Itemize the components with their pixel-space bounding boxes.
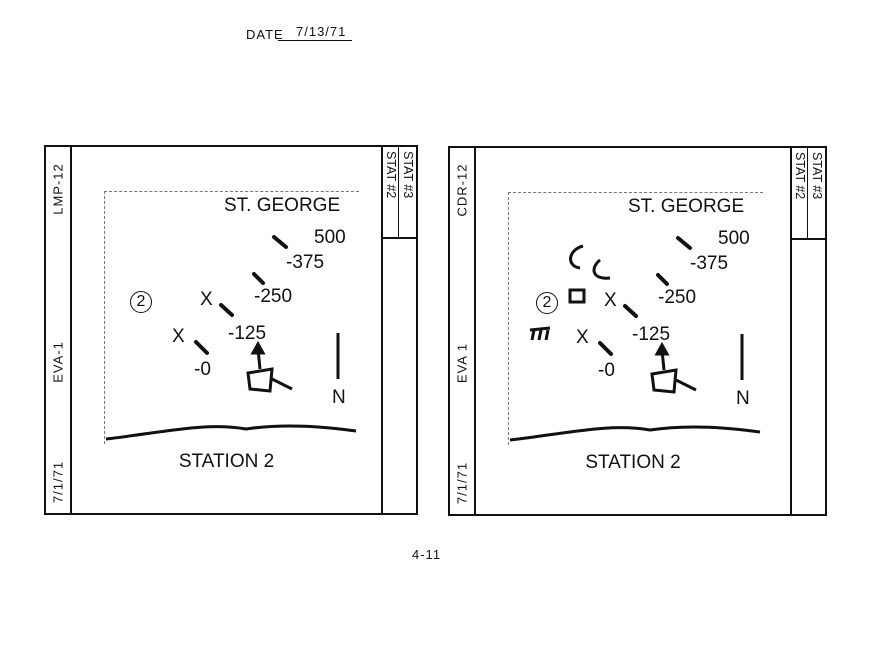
card-side-strip: CDR-12 EVA 1 7/1/71 — [450, 148, 476, 514]
range-label: -375 — [690, 253, 729, 274]
station-tabs: STAT #2 STAT #3 — [790, 148, 825, 514]
traverse-segment — [194, 340, 209, 355]
date-label: DATE — [246, 27, 284, 42]
range-label: -125 — [632, 324, 671, 345]
traverse-segment — [676, 236, 692, 250]
station-map-frame — [104, 191, 359, 444]
tab-label: STAT #3 — [809, 152, 824, 200]
traverse-segment — [623, 304, 638, 318]
range-label: -125 — [228, 323, 267, 344]
card-title: STATION 2 — [178, 451, 275, 472]
station-marker: 2 — [536, 292, 558, 314]
page-number: 4-11 — [412, 547, 442, 562]
tab-stat-2[interactable]: STAT #2 — [792, 148, 808, 240]
cuff-checklist-card-lmp: LMP-12 EVA-1 7/1/71 STAT #2 STAT #3 ST. … — [44, 145, 418, 515]
sketch-scribbles — [529, 244, 611, 341]
traverse-segment — [252, 272, 265, 285]
lrv-icon — [246, 340, 293, 393]
card-title: STATION 2 — [585, 452, 681, 473]
landmark-label: ST. GEORGE — [628, 196, 745, 217]
tab-stat-3[interactable]: STAT #3 — [808, 148, 825, 240]
range-label: 500 — [718, 228, 750, 249]
range-label: -375 — [286, 252, 325, 273]
station-map-frame — [508, 192, 763, 445]
traverse-segment — [598, 341, 613, 356]
range-label: -0 — [598, 360, 615, 381]
station-marker: 2 — [130, 291, 152, 313]
cuff-checklist-card-cdr: CDR-12 EVA 1 7/1/71 STAT #2 STAT #3 ST. — [448, 146, 827, 516]
map-drawing — [105, 235, 357, 441]
landmark-label: ST. GEORGE — [224, 195, 341, 216]
lrv-icon — [650, 341, 697, 394]
map-drawing — [509, 236, 761, 442]
range-label: -250 — [254, 286, 293, 307]
range-label: -250 — [658, 287, 697, 308]
tab-stat-3[interactable]: STAT #3 — [399, 147, 416, 239]
north-label: N — [736, 388, 750, 409]
range-label: -0 — [194, 359, 211, 380]
range-label: 500 — [314, 227, 346, 248]
traverse-segment — [656, 273, 669, 286]
station-tabs: STAT #2 STAT #3 — [381, 147, 416, 513]
traverse-segment — [219, 303, 234, 317]
tab-label: STAT #3 — [400, 151, 415, 199]
sample-mark: X — [172, 326, 185, 347]
crater-rim-outline — [509, 425, 761, 442]
date-value: 7/13/71 — [278, 24, 353, 41]
tab-stat-2[interactable]: STAT #2 — [383, 147, 399, 239]
sample-mark: X — [604, 290, 617, 311]
crater-rim-outline — [105, 424, 357, 441]
card-side-strip: LMP-12 EVA-1 7/1/71 — [46, 147, 72, 513]
traverse-segment — [272, 235, 288, 249]
sample-mark: X — [200, 289, 213, 310]
north-label: N — [332, 387, 346, 408]
sample-mark: X — [576, 327, 589, 348]
